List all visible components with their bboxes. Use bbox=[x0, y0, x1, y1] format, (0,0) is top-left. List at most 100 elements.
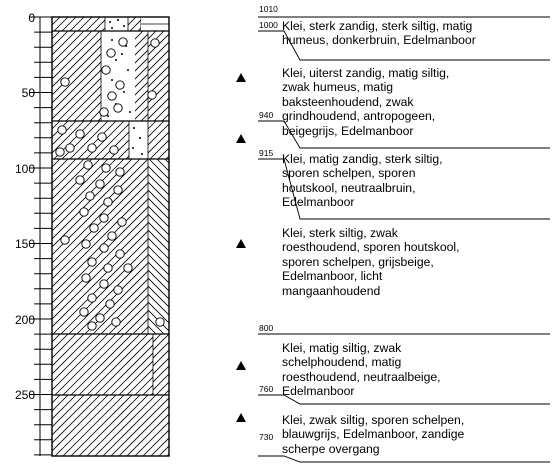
shell-marker bbox=[155, 317, 165, 327]
hatch-line bbox=[62, 395, 125, 456]
sand-dot bbox=[111, 27, 113, 29]
hatch-line bbox=[126, 413, 169, 456]
triangle-sample-icon bbox=[236, 73, 246, 82]
shell-marker bbox=[111, 317, 121, 327]
layer-boundaries bbox=[52, 30, 169, 396]
hatch-line bbox=[68, 254, 148, 334]
hatch-line bbox=[148, 31, 165, 48]
hatch-line bbox=[52, 395, 69, 412]
hatch-line bbox=[52, 334, 69, 351]
hatch-line bbox=[52, 121, 61, 130]
hatch-line bbox=[57, 77, 101, 121]
hatch-line bbox=[158, 445, 169, 456]
sand-dot bbox=[132, 147, 134, 149]
layer-description: Klei, zwak siltig, sporen schelpen, blau… bbox=[282, 413, 465, 456]
hatch-line bbox=[153, 373, 169, 391]
hatch-line bbox=[52, 222, 148, 320]
hatch-line bbox=[60, 246, 148, 334]
layer2-hatch-inner bbox=[135, 31, 148, 121]
triangle-sample-icon bbox=[236, 239, 246, 248]
hatch-line bbox=[135, 41, 148, 56]
layer-description: Klei, sterk zandig, sterk siltig, matig … bbox=[282, 19, 476, 48]
hatch-line bbox=[163, 389, 169, 395]
hatch-line bbox=[70, 334, 133, 395]
hatch-line bbox=[86, 395, 149, 456]
hatch-line bbox=[137, 27, 141, 31]
hatch-line bbox=[118, 405, 169, 456]
shell-marker bbox=[99, 107, 109, 117]
hatch-line bbox=[52, 31, 77, 56]
hatch-line bbox=[54, 395, 117, 456]
hatch-line bbox=[69, 17, 85, 31]
hatch-line bbox=[52, 159, 109, 216]
layer3-sand-fill bbox=[129, 121, 148, 159]
hatch-line bbox=[102, 344, 153, 395]
hatch-line bbox=[52, 31, 101, 80]
shell-marker bbox=[105, 299, 115, 309]
hatch-line bbox=[52, 159, 133, 240]
shell-marker bbox=[97, 132, 107, 142]
hatch-line bbox=[52, 37, 101, 88]
shell-marker bbox=[107, 91, 117, 101]
triangle-sample-icon bbox=[236, 413, 246, 422]
hatch-line bbox=[52, 45, 101, 96]
depth-tick-label: 100 bbox=[14, 162, 35, 176]
hatch-line bbox=[149, 139, 169, 159]
soil-column-outline bbox=[51, 16, 170, 457]
hatch-line bbox=[52, 238, 148, 334]
hatch-line bbox=[150, 437, 169, 456]
level-number: 915 bbox=[259, 148, 274, 158]
hatch-line bbox=[52, 395, 93, 436]
hatch-line bbox=[128, 17, 137, 26]
hatch-line bbox=[148, 97, 169, 120]
depth-tick-label: 150 bbox=[14, 237, 35, 251]
shell-marker bbox=[113, 285, 123, 295]
triangle-sample-icon bbox=[236, 361, 246, 370]
level-number: 1000 bbox=[259, 20, 278, 30]
level-number: 760 bbox=[259, 384, 274, 394]
shell-marker bbox=[123, 263, 133, 273]
hatch-line bbox=[148, 121, 165, 138]
shell-marker bbox=[117, 217, 127, 227]
shell-marker bbox=[60, 77, 70, 87]
hatch-line bbox=[65, 85, 101, 121]
hatch-line bbox=[52, 395, 109, 452]
shell-marker bbox=[87, 321, 97, 331]
layer-description: Klei, uiterst zandig, matig siltig, zwak… bbox=[282, 66, 450, 138]
hatch-line bbox=[148, 181, 169, 204]
hatch-line bbox=[100, 286, 148, 334]
hatch-line bbox=[148, 73, 169, 96]
hatch-line bbox=[161, 113, 169, 121]
sand-dot bbox=[123, 91, 125, 93]
hatch-line bbox=[148, 123, 169, 146]
hatch-line bbox=[148, 293, 169, 316]
level-number: 730 bbox=[259, 432, 274, 442]
hatch-line bbox=[52, 159, 125, 232]
shell-marker bbox=[115, 249, 125, 259]
shell-marker bbox=[60, 235, 70, 245]
sand-dot bbox=[115, 59, 117, 61]
shell-marker bbox=[75, 175, 85, 185]
shell-marker bbox=[113, 185, 123, 195]
hatch-line bbox=[52, 214, 148, 312]
hatch-line bbox=[148, 245, 169, 268]
shell-marker bbox=[118, 37, 128, 47]
hatch-line bbox=[52, 121, 77, 146]
shell-marker bbox=[81, 273, 91, 283]
hatch-line bbox=[142, 384, 153, 395]
hatch-line bbox=[142, 429, 169, 456]
hatch-line bbox=[148, 89, 169, 112]
hatch-line bbox=[129, 19, 141, 31]
hatch-line bbox=[135, 73, 148, 88]
level-number: 800 bbox=[259, 323, 274, 333]
hatch-line bbox=[148, 65, 169, 88]
hatch-line bbox=[61, 121, 101, 159]
sand-dot bbox=[133, 127, 135, 129]
hatch-line bbox=[52, 395, 85, 428]
hatch-line bbox=[148, 301, 169, 324]
hatch-line bbox=[52, 61, 101, 112]
hatch-line bbox=[134, 421, 169, 456]
level-number: 1010 bbox=[259, 4, 278, 14]
shell-marker bbox=[87, 293, 97, 303]
